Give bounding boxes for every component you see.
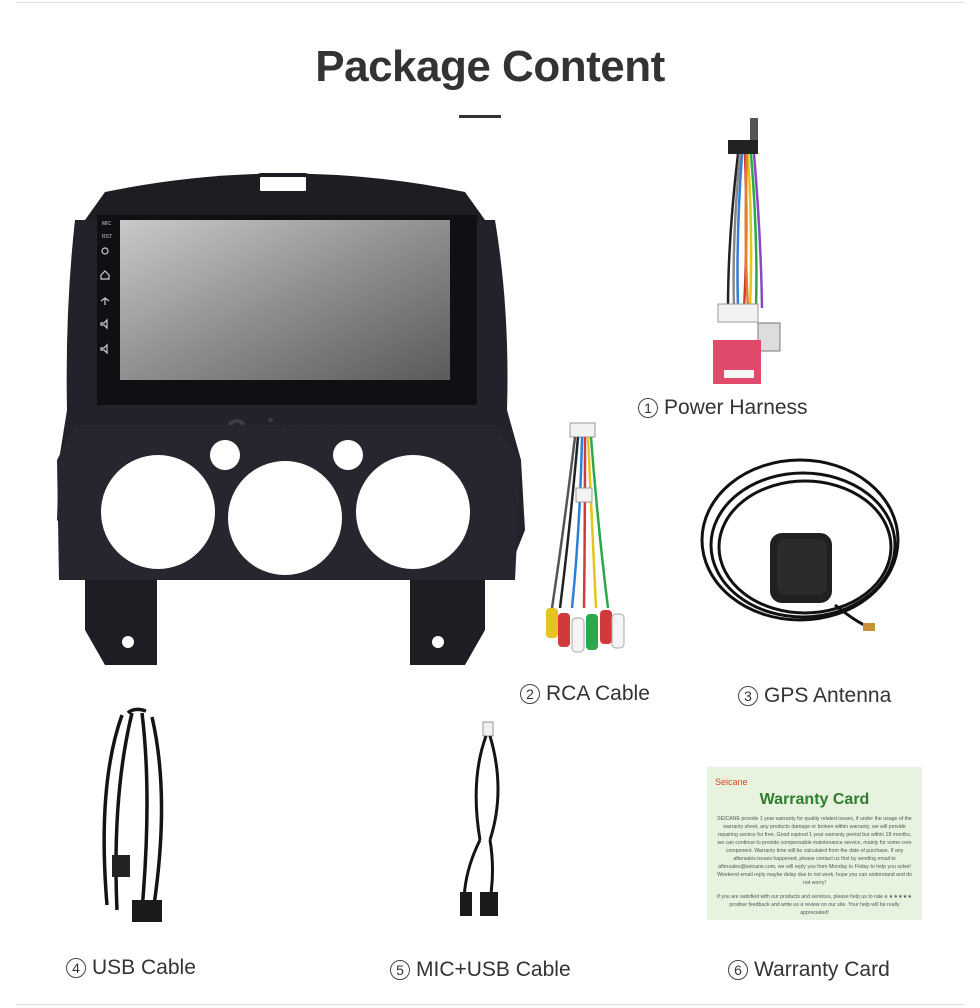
power-harness-image [698,118,793,388]
volume-up-icon [100,318,108,330]
volume-down-icon [100,343,108,355]
head-unit-image: MIC RST Seicane [45,160,525,670]
power-icon [101,247,109,255]
caption-label: RCA Cable [546,682,650,705]
warranty-card-image: Seicane Warranty Card SEICANE provide 1 … [707,767,922,920]
card-footer: If you are satisfied with our products a… [716,894,913,916]
caption-mic-usb-cable: 5 MIC+USB Cable [390,958,571,982]
caption-label: Warranty Card [754,958,890,981]
caption-power-harness: 1 Power Harness [638,396,808,420]
card-body: SEICANE provide 1 year warranty for qual… [717,816,912,886]
card-brand: Seicane [715,777,748,787]
caption-label: MIC+USB Cable [416,958,571,981]
rca-cable-image [540,418,635,668]
caption-warranty-card: 6 Warranty Card [728,958,890,982]
number-badge: 6 [728,960,748,980]
usb-cable-image [92,705,177,930]
caption-label: GPS Antenna [764,684,892,707]
number-badge: 2 [520,684,540,704]
title-underline [459,115,501,118]
number-badge: 1 [638,398,658,418]
rst-label: RST [102,234,112,240]
caption-gps-antenna: 3 GPS Antenna [738,684,891,708]
card-title: Warranty Card [759,791,870,808]
caption-rca-cable: 2 RCA Cable [520,682,650,706]
number-badge: 3 [738,686,758,706]
caption-label: USB Cable [92,956,196,979]
caption-label: Power Harness [664,396,808,419]
top-divider [16,2,964,3]
gps-antenna-image [695,455,910,645]
back-icon [100,297,110,305]
number-badge: 5 [390,960,410,980]
home-icon [100,270,110,280]
caption-usb-cable: 4 USB Cable [66,956,196,980]
mic-label: MIC [102,221,112,227]
mic-usb-cable-image [450,720,515,920]
number-badge: 4 [66,958,86,978]
bottom-divider [16,1004,964,1005]
page-title: Package Content [315,42,665,91]
